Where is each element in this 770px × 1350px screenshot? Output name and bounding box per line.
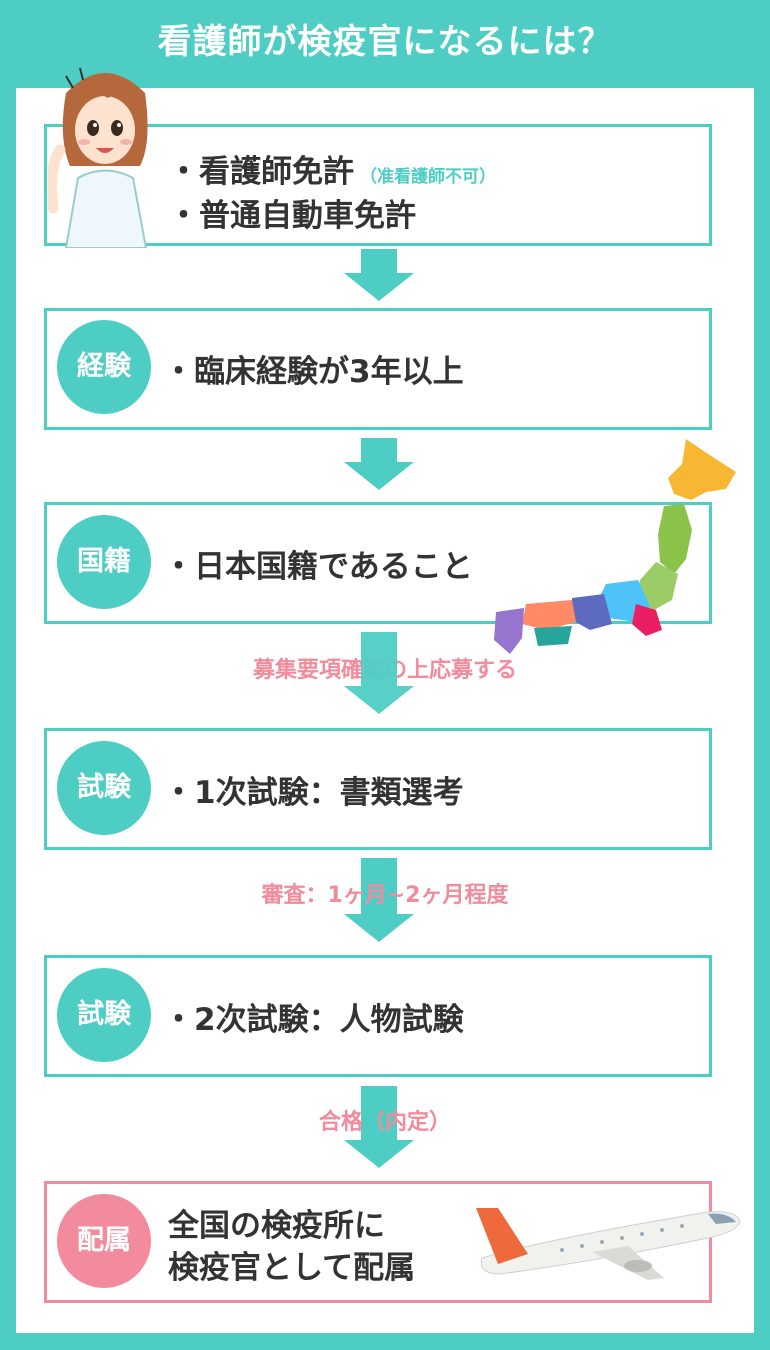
flow-arrow-icon (344, 438, 414, 490)
assignment-badge: 配属 (57, 1194, 151, 1288)
experience-text: ・臨床経験が3年以上 (163, 354, 464, 390)
flow-arrow-icon (344, 1086, 414, 1168)
assignment-line-2: 検疫官として配属 (168, 1250, 416, 1286)
requirement-license-line-2: ・普通自動車免許 (168, 198, 416, 234)
exam-1-box (44, 728, 712, 850)
nurse-license-note: （准看護師不可） (360, 167, 496, 187)
flow-arrow-icon (344, 858, 414, 942)
exam-2-box (44, 955, 712, 1077)
flow-arrow-icon (344, 249, 414, 301)
requirement-license-line-1: ・看護師免許 （准看護師不可） (168, 146, 496, 191)
flow-arrow-icon (344, 632, 414, 714)
requirement-experience-box (44, 308, 712, 430)
nationality-badge: 国籍 (57, 515, 151, 609)
page-title: 看護師が検疫官になるには？ (157, 22, 613, 62)
exam-2-badge: 試験 (57, 968, 151, 1062)
airplane-icon (476, 1208, 741, 1280)
nationality-text: ・日本国籍であること (163, 549, 473, 585)
japan-map-icon (494, 439, 736, 654)
transition-review-label: 審査：1ヶ月~2ヶ月程度 (261, 883, 509, 908)
nurse-illustration-icon (48, 67, 148, 248)
exam-2-text: ・2次試験：人物試験 (163, 1002, 464, 1038)
exam-1-badge: 試験 (57, 741, 151, 835)
transition-pass-label: 合格（内定） (318, 1110, 451, 1135)
nurse-license-label: ・看護師免許 (168, 154, 354, 190)
exam-1-text: ・1次試験：書類選考 (163, 775, 464, 811)
requirement-license-box (44, 124, 712, 246)
experience-badge: 経験 (57, 320, 151, 414)
assignment-line-1: 全国の検疫所に (168, 1208, 385, 1244)
